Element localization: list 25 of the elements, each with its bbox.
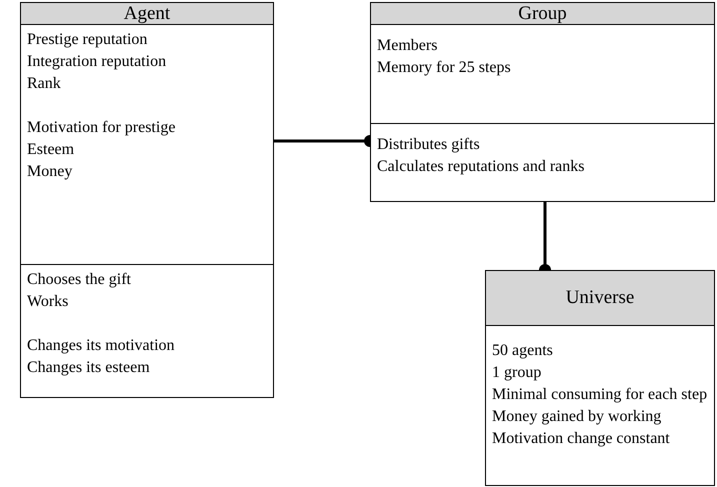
class-name: Universe [486,271,714,326]
attribute-text: Members [377,36,438,56]
attribute-text: Prestige reputation [27,30,148,50]
attribute-text: 1 group [492,363,542,384]
method-text: Changes its motivation [27,336,175,356]
method-text: Distributes gifts [377,134,480,155]
method-text: Chooses the gift [27,270,131,290]
attribute-text: Memory for 25 steps [377,58,511,78]
class-name: Group [371,3,714,25]
class-box [20,2,274,398]
attribute-text: Money gained by working [492,407,662,428]
attribute-text: Motivation for prestige [27,118,176,138]
class-box [485,270,715,486]
attribute-text: Motivation change constant [492,429,670,450]
method-text: Calculates reputations and ranks [377,156,584,177]
attribute-text: Rank [27,74,61,94]
attribute-text: Money [27,162,72,182]
method-text: Works [27,292,68,312]
method-text: Changes its esteem [27,358,150,378]
attribute-text: 50 agents [492,341,553,362]
class-box [370,2,715,202]
attribute-text: Minimal consuming for each step [492,385,708,406]
attribute-text: Integration reputation [27,52,166,72]
class-name: Agent [21,3,273,25]
attribute-text: Esteem [27,140,74,160]
